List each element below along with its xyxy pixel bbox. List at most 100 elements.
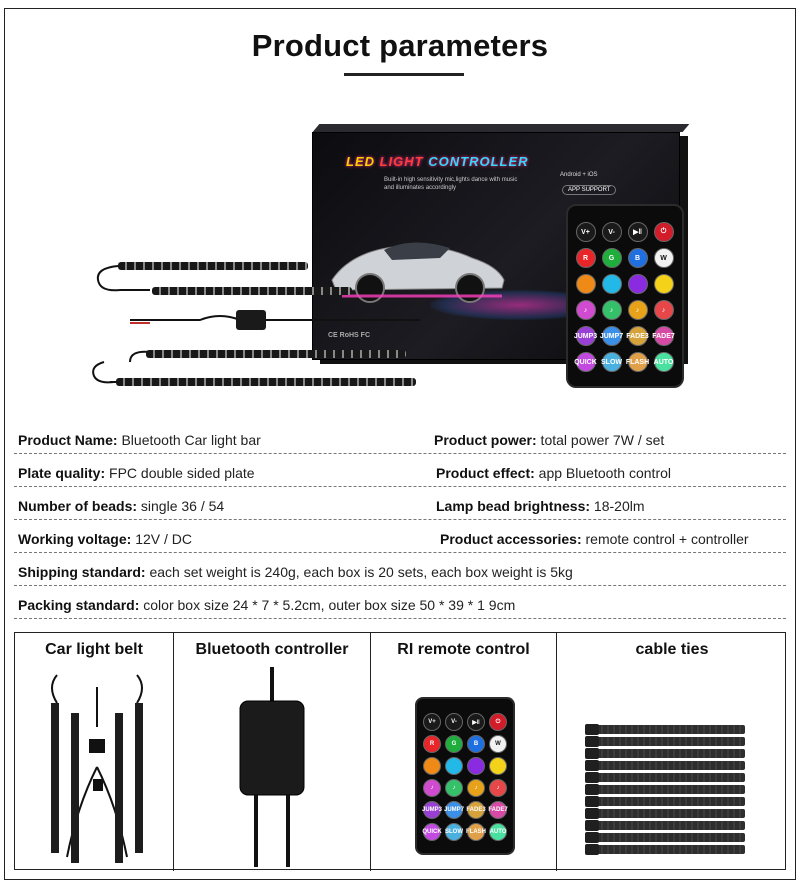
hero-remote-button: ♪: [627, 300, 648, 320]
parameter-label: Number of beads:: [18, 498, 138, 514]
parameter-value: each set weight is 240g, each box is 20 …: [145, 564, 573, 580]
parameter-label: Product accessories:: [440, 531, 582, 547]
mini-remote-button: ♪: [467, 779, 485, 797]
parameter-value: FPC double sided plate: [105, 465, 255, 481]
parameter-value: Bluetooth Car light bar: [117, 432, 261, 448]
parameter-left: Number of beads: single 36 / 54: [18, 498, 224, 514]
parameter-left: Working voltage: 12V / DC: [18, 531, 192, 547]
mini-remote-button: ♪: [489, 779, 507, 797]
parameter-row: Plate quality: FPC double sided plate Pro…: [14, 461, 786, 487]
mini-remote-button: B: [467, 735, 485, 753]
cable-tie: [585, 784, 745, 795]
car-illustration: [331, 242, 505, 303]
parameter-value: 18-20lm: [590, 498, 645, 514]
light-strip-3: [146, 350, 406, 358]
hero-remote-button: FLASH: [626, 352, 649, 372]
parameter-right: Product effect: app Bluetooth control: [436, 465, 671, 481]
hero-remote-button: AUTO: [653, 352, 674, 372]
mini-remote-button: [467, 757, 485, 775]
mini-remote-button: W: [489, 735, 507, 753]
hero-remote-button: W: [653, 248, 674, 268]
hero-remote-button: G: [601, 248, 622, 268]
mini-remote-button: V-: [445, 713, 463, 731]
parameter-left: Plate quality: FPC double sided plate: [18, 465, 255, 481]
accessories-table: Car light belt Bluetooth controller RI r…: [14, 632, 787, 871]
cable-tie-head: [585, 796, 599, 807]
parameter-value: color box size 24 * 7 * 5.2cm, outer box…: [139, 597, 516, 613]
cable-tie: [585, 796, 745, 807]
cable-tie-head: [585, 832, 599, 843]
hero-remote-button: SLOW: [601, 352, 622, 372]
hero-remote-button: JUMP7: [600, 326, 623, 346]
mini-remote-button: R: [423, 735, 441, 753]
panel-title: Bluetooth controller: [195, 641, 349, 658]
mini-remote-button: G: [445, 735, 463, 753]
hero-remote-button: [575, 274, 596, 294]
parameter-left: Product Name: Bluetooth Car light bar: [18, 432, 261, 448]
box-app-support: APP SUPPORT: [562, 185, 617, 195]
cable-tie: [585, 760, 745, 771]
parameter-label: Product Name:: [18, 432, 118, 448]
parameter-value: single 36 / 54: [137, 498, 225, 514]
car-light-belt-illustration: [51, 674, 143, 863]
cable-tie-head: [585, 724, 599, 735]
hero-remote-button: [653, 274, 674, 294]
mini-remote-button: [489, 757, 507, 775]
light-strip-2: [152, 287, 352, 295]
mini-remote-button: ⏻: [489, 713, 507, 731]
cable-tie: [585, 748, 745, 759]
parameter-value: remote control + controller: [581, 531, 749, 547]
cable-tie-head: [585, 772, 599, 783]
parameter-right: Product accessories: remote control + co…: [440, 531, 749, 547]
hero-remote-button: R: [575, 248, 596, 268]
cable-tie-head: [585, 760, 599, 771]
product-hero-image: LED LIGHT CONTROLLER Built-in high sensi…: [90, 124, 690, 400]
panel-car-light-belt: Car light belt: [15, 633, 174, 871]
cable-tie: [585, 736, 745, 747]
mini-remote-button: ▶‖: [467, 713, 485, 731]
mini-remote-button: QUICK: [422, 823, 442, 841]
hero-remote-button: V+: [575, 222, 596, 242]
hero-remote-button: B: [627, 248, 648, 268]
mini-remote-button: JUMP3: [422, 801, 442, 819]
cable-tie: [585, 820, 745, 831]
mini-remote-button: JUMP7: [444, 801, 464, 819]
bluetooth-controller-illustration: [239, 667, 305, 867]
parameter-label: Lamp bead brightness:: [436, 498, 591, 514]
box-brand-text: LED LIGHT CONTROLLER: [346, 154, 529, 169]
cable-tie-head: [585, 844, 599, 855]
parameter-label: Plate quality:: [18, 465, 106, 481]
hero-remote-button: [601, 274, 622, 294]
panel-cable-ties: cable ties: [557, 633, 787, 871]
hero-remote-button: FADE3: [626, 326, 649, 346]
mini-remote-button: AUTO: [489, 823, 507, 841]
title-underline: [344, 73, 464, 76]
parameter-label: Product effect:: [436, 465, 535, 481]
mini-remote-button: FADE7: [488, 801, 508, 819]
hero-remote-button: JUMP3: [574, 326, 597, 346]
cable-tie-head: [585, 748, 599, 759]
box-os-label: Android + iOS: [560, 172, 598, 178]
parameter-value: app Bluetooth control: [534, 465, 672, 481]
parameter-left: Shipping standard: each set weight is 24…: [18, 564, 573, 580]
parameter-label: Product power:: [434, 432, 537, 448]
cable-tie: [585, 724, 745, 735]
cable-tie: [585, 844, 745, 855]
parameter-right: Lamp bead brightness: 18-20lm: [436, 498, 645, 514]
parameter-row: Number of beads: single 36 / 54 Lamp bead…: [14, 494, 786, 520]
light-strip-1: [118, 262, 308, 270]
mini-remote-button: [423, 757, 441, 775]
light-strip-4: [116, 378, 416, 386]
parameter-row: Working voltage: 12V / DC Product accesso…: [14, 527, 786, 553]
brand-part-1: LED: [346, 154, 375, 169]
hero-remote-button: ♪: [575, 300, 596, 320]
page-frame: [4, 8, 796, 880]
parameter-left: Packing standard: color box size 24 * 7 …: [18, 597, 515, 613]
parameter-value: total power 7W / set: [536, 432, 665, 448]
